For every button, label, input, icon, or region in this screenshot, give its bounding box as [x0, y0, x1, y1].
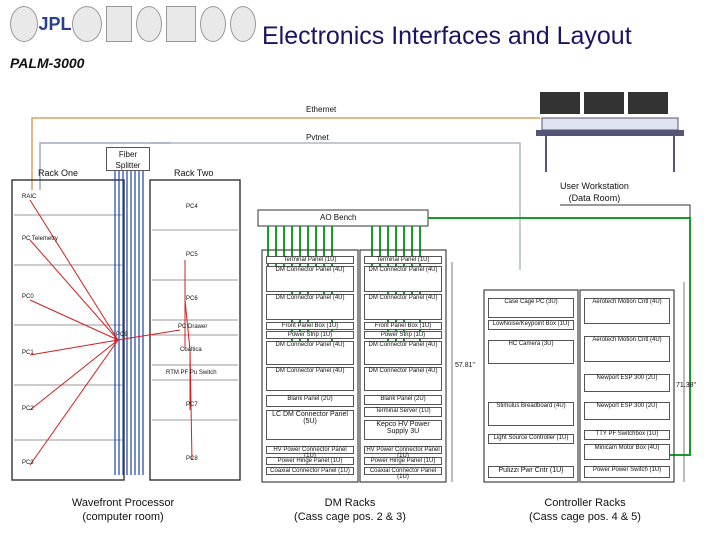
- dm-panel: HV Power Connector Panel (1U): [266, 446, 354, 459]
- dm-panel: Front Panel Box (1U): [266, 322, 354, 330]
- workstation-label: User Workstation (Data Room): [560, 181, 629, 203]
- dm-panel: DM Connector Panel (4U): [266, 266, 354, 292]
- red-wiring: [29, 199, 193, 466]
- dm-panel: Power Hinge Panel (1U): [364, 457, 442, 465]
- rack-two-frame: [149, 179, 241, 481]
- dm-rack-height: 57.81": [455, 362, 476, 369]
- rack-two-item: PC5: [186, 252, 198, 258]
- dm-panel: Kepco HV Power Supply 3U: [364, 420, 442, 440]
- dm-panel: DM Connector Panel (4U): [364, 266, 442, 292]
- pvtnet-line: [39, 142, 170, 190]
- ctrl-panel: Case Cage PC (3U): [488, 298, 574, 318]
- rack-one-item: RAIC: [22, 194, 37, 200]
- rack-one-item: PC3: [22, 460, 34, 466]
- dm-panel: HV Power Connector Panel (1U): [364, 446, 442, 459]
- rack-two-item: Coaltica: [180, 347, 202, 353]
- ctrl-rack-b-frame: [579, 289, 675, 483]
- ctrl-panel: LowNoise/Keypoint Box (1U): [488, 320, 574, 330]
- dm-panel: Terminal Server (1U): [364, 407, 442, 417]
- fiber-lines: [114, 170, 144, 475]
- caltech-seal-logo: [10, 6, 38, 42]
- dm-panel: LC DM Connector Panel (5U): [266, 410, 354, 440]
- wfp-caption: Wavefront Processor (computer room): [71, 497, 175, 523]
- dm-panel: DM Connector Panel (4U): [364, 367, 442, 391]
- dm-rack-a-frame: [261, 249, 359, 483]
- ao-bench-label: AO Bench: [320, 213, 357, 222]
- workstation-graphic: [536, 92, 684, 172]
- fiber-splitter: Fiber Splitter: [106, 147, 150, 171]
- university-seal-logo: [72, 6, 102, 42]
- rack-one-item: PC Telemetry: [22, 236, 58, 242]
- dm-panel: Terminal Panel (1U): [266, 256, 354, 264]
- rack-two-item: PC7: [186, 402, 198, 408]
- dm-panel: DM Connector Panel (4U): [364, 341, 442, 365]
- seal-logo-2: [136, 6, 162, 42]
- ctrl-caption: Controller Racks (Cass cage pos. 4 & 5): [529, 497, 641, 523]
- ctrl-rack-height: 71.38": [676, 382, 697, 389]
- ctrl-panel: Newport ESP 300 (2U): [584, 402, 670, 420]
- dm-panel: DM Connector Panel (4U): [266, 367, 354, 391]
- ctrl-panel: Stimulus Breadboard (4U): [488, 402, 574, 426]
- rack-one-frame: [11, 179, 125, 481]
- dm-panel: Blank Panel (2U): [266, 395, 354, 407]
- ctrl-rack-a-frame: [483, 289, 579, 483]
- dm-panel: Blank Panel (2U): [364, 395, 442, 405]
- nsf-logo: [200, 6, 226, 42]
- moore-logo: [230, 6, 256, 42]
- dm-panel: Terminal Panel (1U): [364, 256, 442, 264]
- dm-caption: DM Racks (Cass cage pos. 2 & 3): [294, 497, 406, 523]
- rack-two-item: PC6: [186, 296, 198, 302]
- cornell-logo: [106, 6, 132, 42]
- dm-panel: Power Strip (1U): [266, 331, 354, 339]
- dm-panel: Power Hinge Panel (1U): [266, 457, 354, 465]
- ctrl-panel: HC Camera (3U): [488, 340, 574, 364]
- project-name: PALM-3000: [10, 55, 85, 71]
- pvtnet-line-b: [150, 142, 521, 270]
- rack-one-item: PC2: [22, 406, 34, 412]
- dm-rack-b-frame: [359, 249, 447, 483]
- rack-one-label: Rack One: [38, 168, 79, 178]
- ethernet-label: Ethernet: [306, 105, 337, 114]
- dm-panel: DM Connector Panel (4U): [364, 294, 442, 320]
- rack-two-item: PC Drawer: [178, 324, 208, 330]
- rack-two-item: RTM PF Pu Switch: [166, 370, 217, 376]
- ctrl-panel: Light Source Controller (1U): [488, 434, 574, 444]
- rack-two-item: PC4: [186, 204, 198, 210]
- ctrl-panel: Minicam Motor Box (4U): [584, 444, 670, 460]
- ethernet-line: [31, 117, 540, 190]
- jpl-logo: JPL: [39, 6, 72, 42]
- dm-panel: Front Panel Box (1U): [364, 322, 442, 330]
- dm-panel: DM Connector Panel (4U): [266, 341, 354, 365]
- dm-panel: Coaxial Connector Panel (1U): [364, 467, 442, 480]
- ctrl-panel: Aerotech Motion Cntl (4U): [584, 336, 670, 362]
- rack-one-item: PC0: [22, 294, 34, 300]
- star-logo: [166, 6, 196, 42]
- dm-panel: DM Connector Panel (4U): [266, 294, 354, 320]
- ctrl-panel: Pulizzi Pwr Cntr (1U): [488, 466, 574, 478]
- pc9-label: PC9: [116, 332, 128, 338]
- ctrl-panel: TTY PF Switchbox (1U): [584, 430, 670, 440]
- ctrl-panel: Aerotech Motion Cntl (4U): [584, 298, 670, 324]
- pvtnet-label: Pvtnet: [306, 133, 329, 142]
- ctrl-panel: Newport ESP 300 (2U): [584, 374, 670, 392]
- dm-panel: Coaxial Connector Panel (1U): [266, 467, 354, 475]
- rack-two-item: PC8: [186, 456, 198, 462]
- rack-two-label: Rack Two: [174, 168, 214, 178]
- rack-one-item: PC1: [22, 350, 34, 356]
- dm-panel: Power Strip (1U): [364, 331, 442, 339]
- ctrl-panel: Power Power Switch (1U): [584, 466, 670, 478]
- page-title: Electronics Interfaces and Layout: [262, 22, 632, 50]
